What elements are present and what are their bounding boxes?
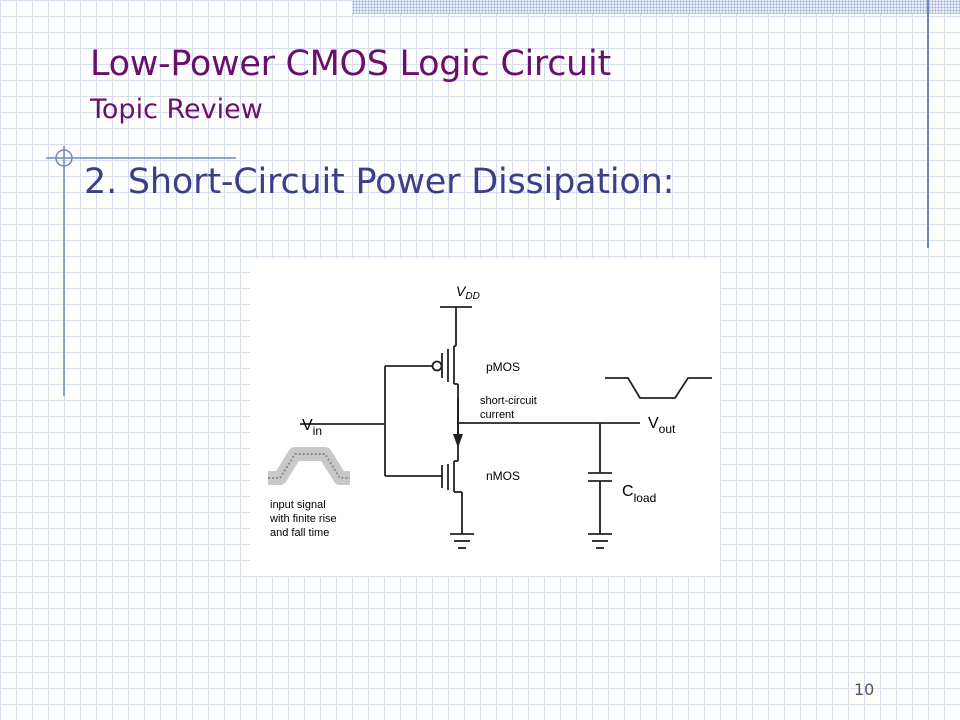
top-decorative-stripe bbox=[352, 0, 960, 14]
slide-subtitle: Topic Review bbox=[90, 94, 263, 125]
page-number: 10 bbox=[854, 680, 875, 699]
right-decorative-line bbox=[927, 0, 929, 248]
vout-label: Vout bbox=[648, 415, 676, 436]
vin-label: Vin bbox=[302, 417, 322, 438]
section-heading: 2. Short-Circuit Power Dissipation: bbox=[84, 162, 675, 202]
input-note-line1: input signal bbox=[270, 499, 326, 511]
cmos-inverter-diagram: VDD pMOS short-circuit current nMOS Vin … bbox=[250, 258, 720, 576]
input-note-line2: with finite rise bbox=[269, 513, 337, 525]
slide-title: Low-Power CMOS Logic Circuit bbox=[90, 44, 611, 84]
nmos-label: nMOS bbox=[486, 469, 520, 483]
pmos-label: pMOS bbox=[486, 360, 520, 374]
vdd-label: VDD bbox=[456, 283, 480, 302]
crosshair-decoration bbox=[46, 146, 236, 396]
current-label-line1: short-circuit bbox=[480, 395, 537, 407]
current-label-line2: current bbox=[480, 409, 514, 421]
input-note-line3: and fall time bbox=[270, 527, 329, 539]
cload-label: Cload bbox=[622, 483, 656, 505]
circuit-svg: VDD pMOS short-circuit current nMOS Vin … bbox=[268, 283, 712, 549]
input-waveform bbox=[268, 447, 350, 485]
